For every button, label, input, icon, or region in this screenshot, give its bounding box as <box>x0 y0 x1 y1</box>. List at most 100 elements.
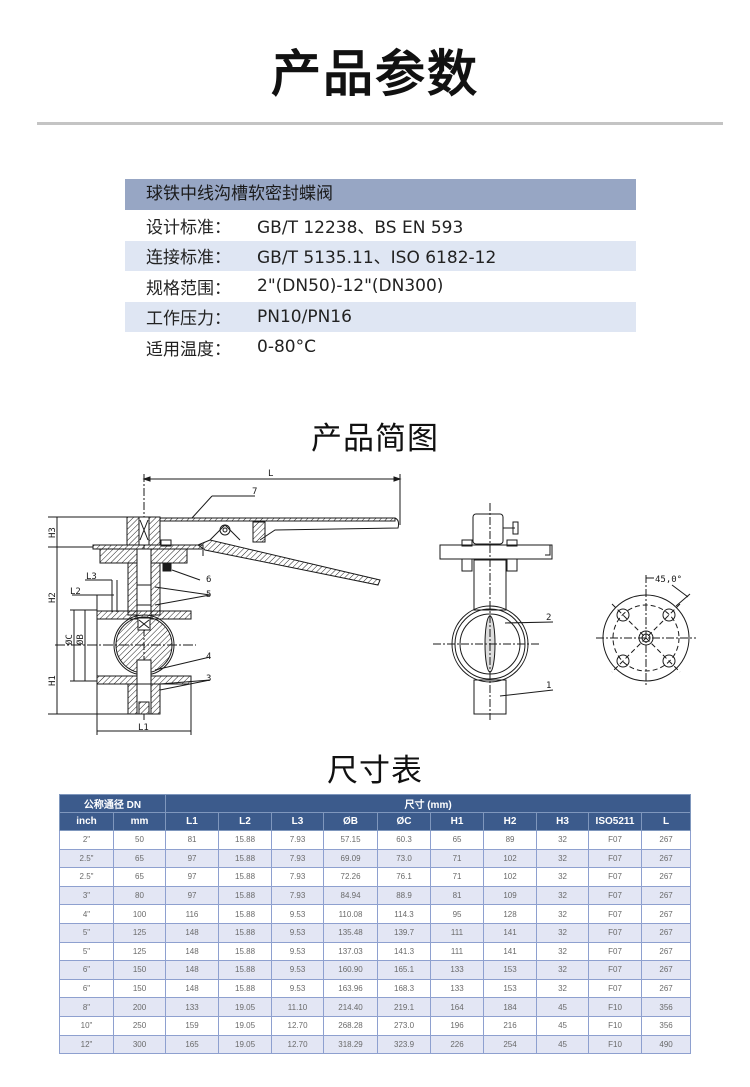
part-label-7: 7 <box>252 487 257 497</box>
cell-L: 267 <box>641 960 692 980</box>
cell-H2: 128 <box>483 904 538 924</box>
cell-L3: 11.10 <box>271 997 325 1017</box>
cell-H2: 141 <box>483 941 538 962</box>
column-header-row: inch mm L1 L2 L3 ØB ØC H1 H2 H3 ISO5211 … <box>59 812 692 831</box>
cell-L1: 148 <box>165 922 220 943</box>
spec-label: 设计标准： <box>146 217 231 238</box>
spec-value: PN10/PN16 <box>257 306 352 327</box>
cell-inch: 10" <box>59 1015 114 1036</box>
cell-phiC: 141.3 <box>377 941 432 962</box>
cell-phiC: 323.9 <box>377 1034 432 1055</box>
cell-H1: 133 <box>430 960 485 980</box>
cell-L: 267 <box>641 904 692 924</box>
cell-mm: 150 <box>112 978 167 999</box>
cell-phiB: 318.29 <box>323 1034 379 1055</box>
dim-label-H2: H2 <box>48 592 58 603</box>
spec-row-temperature: 适用温度： 0-80°C <box>125 332 636 363</box>
cell-L3: 7.93 <box>271 885 325 906</box>
cell-phiB: 160.90 <box>323 960 379 980</box>
cell-phiC: 76.1 <box>377 867 432 887</box>
cell-phiC: 165.1 <box>377 960 432 980</box>
spec-label: 规格范围： <box>146 278 231 299</box>
part-label-1: 1 <box>546 681 551 691</box>
cell-H3: 32 <box>536 830 590 850</box>
part-label-6: 6 <box>206 575 211 585</box>
cell-phiC: 73.0 <box>377 848 432 869</box>
col-header-L1: L1 <box>165 812 220 831</box>
cell-L2: 19.05 <box>218 1034 273 1055</box>
group-header-size: 尺寸 (mm) <box>165 794 692 813</box>
cell-L: 267 <box>641 848 692 869</box>
cell-mm: 80 <box>112 885 167 906</box>
cell-H1: 133 <box>430 978 485 999</box>
cell-L2: 19.05 <box>218 1015 273 1036</box>
cell-L2: 15.88 <box>218 978 273 999</box>
cell-L: 267 <box>641 978 692 999</box>
cell-L3: 9.53 <box>271 941 325 962</box>
cell-L: 267 <box>641 885 692 906</box>
cell-inch: 2.5" <box>59 867 114 887</box>
part-label-5: 5 <box>206 590 211 600</box>
cell-L3: 9.53 <box>271 904 325 924</box>
cell-H2: 102 <box>483 867 538 887</box>
cell-iso5211: F10 <box>588 1034 643 1055</box>
spec-label: 适用温度： <box>146 339 231 360</box>
group-header-dn: 公称通径 DN <box>58 794 167 813</box>
col-header-inch: inch <box>59 812 114 831</box>
cell-L: 267 <box>641 867 692 887</box>
col-header-H3: H3 <box>536 812 590 831</box>
cell-phiB: 268.28 <box>323 1015 379 1036</box>
page-title: 产品参数 <box>271 45 479 103</box>
dimensions-table: 公称通径 DN 尺寸 (mm) inch mm L1 L2 L3 ØB ØC H… <box>58 794 692 1055</box>
cell-L3: 7.93 <box>271 848 325 869</box>
cell-H2: 109 <box>483 885 538 906</box>
cell-L3: 12.70 <box>271 1015 325 1036</box>
cell-iso5211: F07 <box>588 848 643 869</box>
cell-inch: 2" <box>59 830 114 850</box>
col-header-phiB: ØB <box>323 812 379 831</box>
dim-label-L1: L1 <box>138 723 149 733</box>
cell-H1: 111 <box>430 941 485 962</box>
dimensions-title: 尺寸表 <box>327 753 423 789</box>
cell-mm: 300 <box>112 1034 167 1055</box>
cell-iso5211: F07 <box>588 978 643 999</box>
cell-phiB: 163.96 <box>323 978 379 999</box>
cell-phiB: 214.40 <box>323 997 379 1017</box>
col-header-H2: H2 <box>483 812 538 831</box>
cell-iso5211: F07 <box>588 867 643 887</box>
cell-L1: 159 <box>165 1015 220 1036</box>
cell-L2: 15.88 <box>218 867 273 887</box>
cell-H1: 111 <box>430 922 485 943</box>
cell-H1: 71 <box>430 848 485 869</box>
cell-H2: 141 <box>483 922 538 943</box>
cell-L: 356 <box>641 1015 692 1036</box>
cell-L3: 12.70 <box>271 1034 325 1055</box>
col-header-iso5211: ISO5211 <box>588 812 643 831</box>
group-header-row: 公称通径 DN 尺寸 (mm) <box>58 794 692 813</box>
cell-H3: 32 <box>536 922 590 943</box>
part-label-2: 2 <box>546 613 551 623</box>
cell-L1: 148 <box>165 960 220 980</box>
cell-inch: 6" <box>59 978 114 999</box>
cell-inch: 12" <box>59 1034 114 1055</box>
cell-phiC: 60.3 <box>377 830 432 850</box>
cell-L2: 15.88 <box>218 960 273 980</box>
cell-H3: 32 <box>536 960 590 980</box>
col-header-H1: H1 <box>430 812 485 831</box>
cell-H2: 254 <box>483 1034 538 1055</box>
col-header-L2: L2 <box>218 812 273 831</box>
cell-L1: 148 <box>165 941 220 962</box>
cell-L3: 7.93 <box>271 830 325 850</box>
cell-H2: 184 <box>483 997 538 1017</box>
spec-label: 工作压力： <box>146 309 231 330</box>
cell-H2: 153 <box>483 960 538 980</box>
cell-mm: 125 <box>112 922 167 943</box>
cell-H3: 45 <box>536 997 590 1017</box>
cell-phiC: 168.3 <box>377 978 432 999</box>
cell-L3: 7.93 <box>271 867 325 887</box>
cell-L1: 81 <box>165 830 220 850</box>
